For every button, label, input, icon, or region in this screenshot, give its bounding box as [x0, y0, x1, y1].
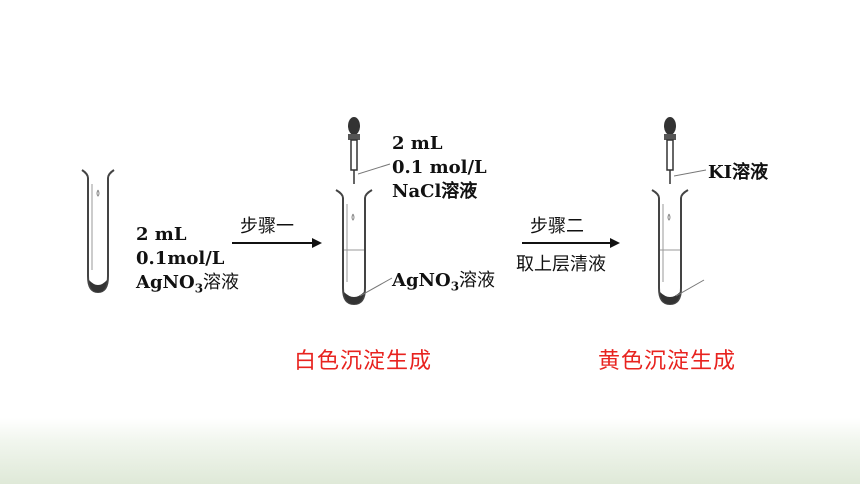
test-tube-2: [335, 189, 373, 306]
tube1-label: 2 mL 0.1mol/L AgNO3溶液: [136, 223, 239, 295]
test-tube-1: [81, 169, 115, 294]
step1-label: 步骤一: [240, 216, 294, 237]
dropper-2: [664, 117, 676, 184]
tube1-volume: 2 mL: [136, 224, 187, 245]
white-precipitate-result: 白色沉淀生成: [294, 349, 433, 374]
tube2-reagent: AgNO3溶液: [392, 270, 496, 294]
dropper-2-leader: [674, 169, 707, 177]
step2-arrow: [522, 238, 620, 248]
dropper2-label: KI溶液: [708, 162, 769, 183]
dropper-1: [348, 117, 360, 184]
tube3-leader: [676, 279, 705, 297]
dropper1-label: 2 mL 0.1 mol/L NaCl溶液: [392, 132, 487, 204]
tube2-leader: [360, 277, 393, 297]
dropper-1-leader: [358, 163, 391, 175]
bottom-gradient-band: [0, 418, 860, 484]
dropper1-volume: 2 mL: [392, 133, 443, 154]
tube1-concentration: 0.1mol/L: [136, 248, 225, 269]
dropper1-reagent: NaCl溶液: [392, 181, 478, 202]
yellow-precipitate-result: 黄色沉淀生成: [598, 349, 737, 374]
tube1-reagent: AgNO3溶液: [136, 272, 240, 296]
step2-label: 步骤二: [530, 216, 584, 237]
step2-sublabel: 取上层清液: [516, 254, 606, 275]
step1-arrow: [232, 238, 322, 248]
test-tube-3: [651, 189, 689, 306]
dropper1-concentration: 0.1 mol/L: [392, 157, 487, 178]
